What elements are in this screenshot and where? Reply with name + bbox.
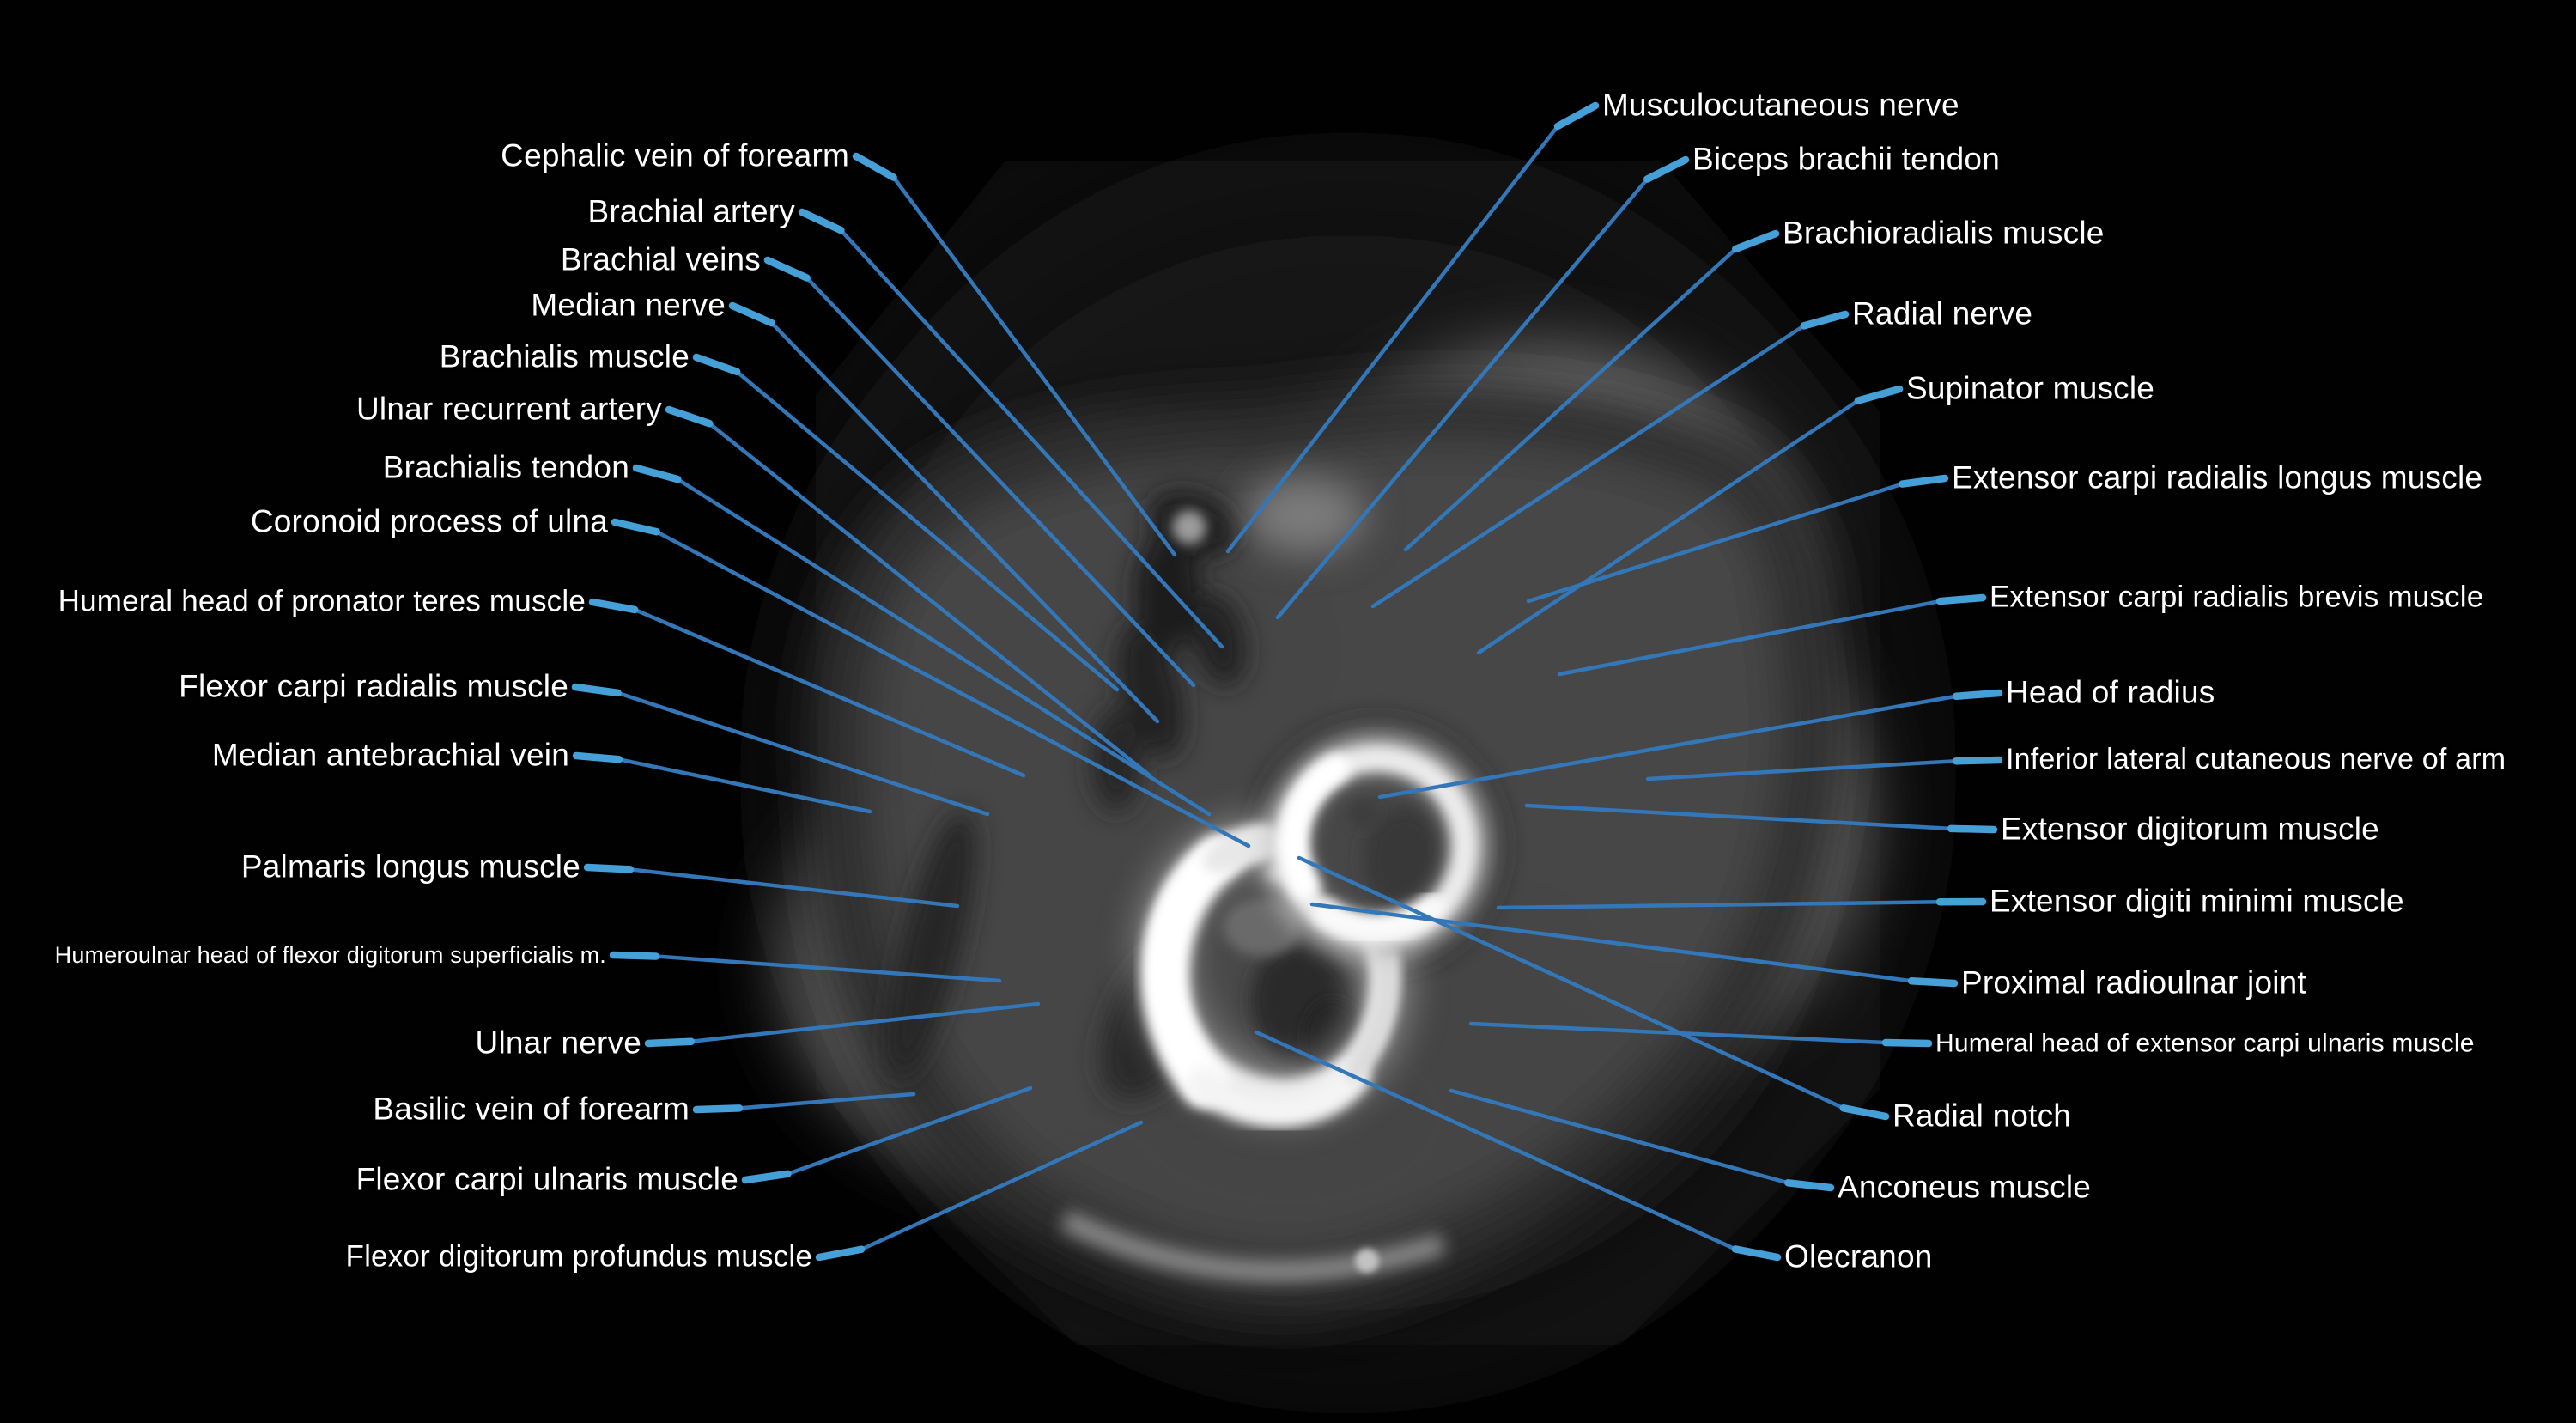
leader-line-brachial-artery	[798, 208, 1224, 649]
leader-line-extensor-digiti-minimi-muscle	[1496, 897, 1987, 910]
leader-line-radial-notch	[1297, 855, 1890, 1121]
leader-line-palmaris-longus-muscle	[583, 863, 960, 909]
leader-line-brachialis-muscle	[692, 353, 1120, 692]
leader-line-basilic-vein-of-forearm	[692, 1092, 916, 1114]
leader-line-brachioradialis-muscle	[1403, 229, 1780, 552]
ct-skin-band	[1060, 1210, 1446, 1282]
radius-head	[1263, 732, 1492, 960]
leader-line-flexor-digitorum-profundus-muscle	[815, 1120, 1144, 1262]
leader-line-ulnar-recurrent-artery	[665, 405, 1152, 778]
leader-line-median-antebrachial-vein	[572, 751, 872, 814]
leader-line-head-of-radius	[1377, 689, 2003, 800]
leader-line-anconeus-muscle	[1449, 1088, 1835, 1192]
leader-line-supinator-muscle	[1476, 385, 1904, 655]
leader-line-radial-nerve	[1370, 310, 1850, 609]
ct-bright-patches	[1172, 477, 1365, 554]
leader-line-extensor-digitorum-muscle	[1524, 803, 1998, 834]
leader-line-extensor-carpi-radialis-longus-muscle	[1526, 474, 1949, 604]
leader-line-brachialis-tendon	[632, 464, 1212, 817]
leader-line-cephalic-vein-of-forearm	[852, 152, 1177, 557]
leader-line-inferior-lateral-cutaneous-nerve-of-arm	[1645, 756, 2003, 781]
leader-line-ulnar-nerve	[644, 1001, 1041, 1048]
leader-line-brachial-veins	[763, 256, 1196, 688]
leader-line-humeroulnar-head-of-flexor-digitorum-superficialis-m	[609, 951, 1002, 983]
leader-line-proximal-radioulnar-joint	[1309, 902, 1959, 988]
leader-line-median-nerve	[728, 301, 1160, 724]
leader-line-olecranon	[1254, 1030, 1782, 1262]
leader-line-flexor-carpi-radialis-muscle	[571, 683, 990, 817]
leader-line-humeral-head-of-pronator-teres-muscle	[588, 598, 1026, 778]
leader-line-biceps-brachii-tendon	[1275, 155, 1690, 620]
leader-line-extensor-carpi-radialis-brevis-muscle	[1557, 593, 1987, 677]
leader-lines	[571, 101, 2003, 1262]
leader-line-coronoid-process-of-ulna	[611, 518, 1251, 848]
leader-line-musculocutaneous-nerve	[1225, 101, 1600, 554]
leader-line-flexor-carpi-ulnaris-muscle	[741, 1085, 1033, 1184]
